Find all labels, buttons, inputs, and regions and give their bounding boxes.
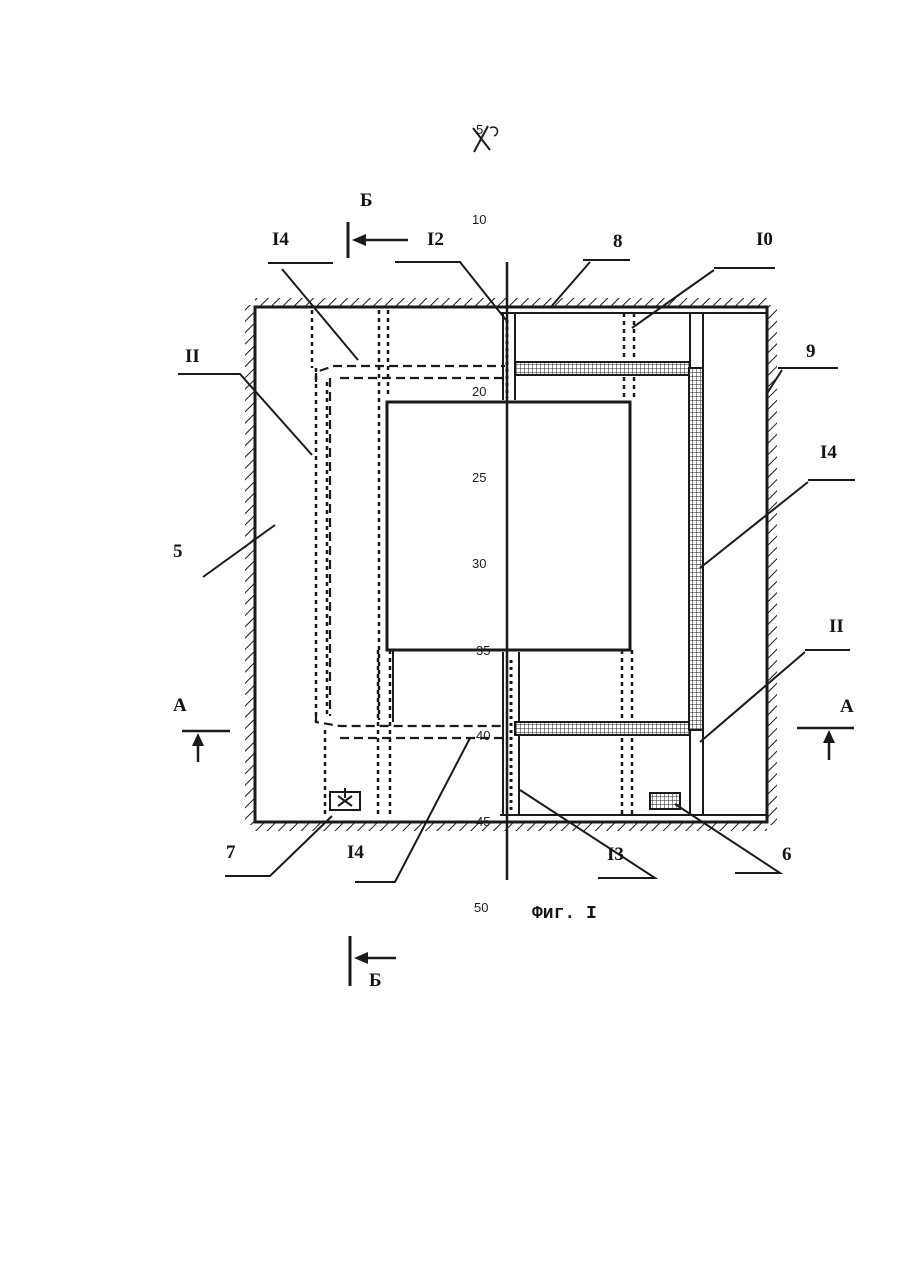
- label-11-left: II: [185, 346, 200, 367]
- section-label-b-bottom: Б: [369, 970, 382, 991]
- device-6: [650, 793, 680, 809]
- scale-number: 45: [476, 814, 490, 829]
- label-9: 9: [806, 341, 816, 362]
- device-7: [330, 788, 360, 810]
- label-13: I3: [607, 844, 624, 865]
- label-5: 5: [173, 541, 183, 562]
- label-14-bottom: I4: [347, 842, 364, 863]
- section-mark-b-bottom: Б: [350, 936, 396, 991]
- central-block: [387, 402, 630, 722]
- scale-number: 50: [474, 900, 488, 915]
- label-7: 7: [226, 842, 236, 863]
- scale-number: 20: [472, 384, 486, 399]
- section-label-a-right: А: [840, 696, 854, 717]
- scale-number: 35: [476, 643, 490, 658]
- scale-number: 30: [472, 556, 486, 571]
- section-label-a-left: А: [173, 695, 187, 716]
- label-14-right: I4: [820, 442, 837, 463]
- label-10: I0: [756, 229, 773, 250]
- scale-number: 25: [472, 470, 486, 485]
- header-mark-number: 5: [476, 122, 483, 137]
- section-mark-b-top: Б: [348, 190, 408, 258]
- header-mark: 5: [473, 122, 497, 152]
- figure-caption: Фиг. I: [532, 904, 597, 924]
- label-14-top: I4: [272, 229, 289, 250]
- scale-number: 40: [476, 728, 490, 743]
- label-11-right: II: [829, 616, 844, 637]
- section-mark-a-left: А: [173, 695, 230, 762]
- scale-number: 10: [472, 212, 486, 227]
- section-mark-a-right: А: [797, 696, 854, 760]
- section-label-b-top: Б: [360, 190, 373, 211]
- label-12: I2: [427, 229, 444, 250]
- label-8: 8: [613, 231, 623, 252]
- label-6: 6: [782, 844, 792, 865]
